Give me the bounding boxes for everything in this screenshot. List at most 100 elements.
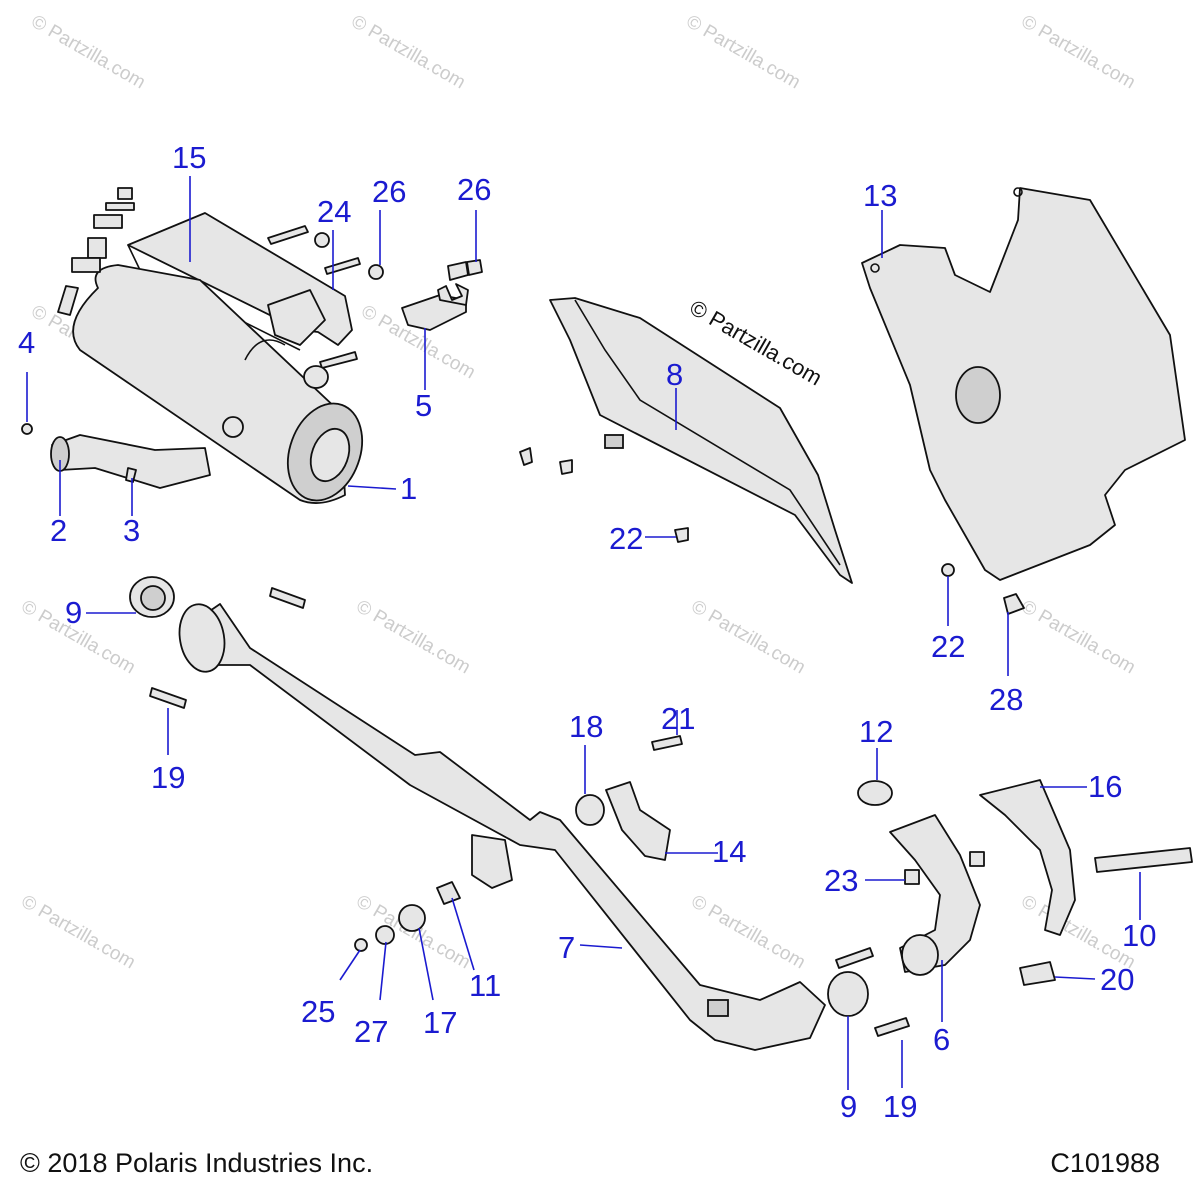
callout-25: 25: [301, 994, 335, 1029]
callout-6: 6: [933, 1022, 950, 1057]
callout-9b: 9: [840, 1089, 857, 1124]
leader-lines: [26, 176, 1141, 1090]
watermark: © Partzilla.com: [1018, 891, 1139, 973]
leader-line: [451, 897, 475, 971]
leader-line: [379, 941, 387, 1001]
grommet-part: [303, 365, 329, 389]
watermark: © Partzilla.com: [1018, 11, 1139, 93]
bolt-part: [57, 285, 79, 316]
callout-21: 21: [661, 701, 695, 736]
leader-line: [347, 485, 397, 490]
callout-12: 12: [859, 714, 893, 749]
clip-part: [1003, 593, 1025, 615]
callout-labels: 1 2 3 4 5 6 7 8 9 9 10 11 12 13 14 15 16…: [18, 140, 1156, 1124]
watermark: © Partzilla.com: [683, 11, 804, 93]
support-bracket: [519, 297, 853, 584]
support-bracket-plate: [549, 297, 853, 584]
hose-clamp: [1019, 961, 1056, 986]
bolt-part: [324, 257, 361, 275]
exhaust-seal-ring: [827, 971, 869, 1017]
callout-16: 16: [1088, 769, 1122, 804]
callout-26b: 26: [457, 172, 491, 207]
callout-28: 28: [989, 682, 1023, 717]
drawing-number: C101988: [1050, 1148, 1160, 1178]
callout-10: 10: [1122, 918, 1156, 953]
watermark: © Partzilla.com: [688, 596, 809, 678]
callout-11: 11: [469, 968, 501, 1003]
callout-19b: 19: [883, 1089, 917, 1124]
callout-22b: 22: [931, 629, 965, 664]
muffler-grommet-hole: [222, 416, 244, 438]
callout-14: 14: [712, 834, 746, 869]
spring-part: [874, 1017, 910, 1037]
muffler-bracket: [267, 289, 326, 346]
callout-24: 24: [317, 194, 351, 229]
head-pipe: [184, 603, 826, 1051]
callout-7: 7: [558, 930, 575, 965]
exhaust-gasket-ring: [857, 780, 893, 806]
exhaust-seal-ring-inner: [140, 585, 166, 611]
callout-27: 27: [354, 1014, 388, 1049]
stud-part: [904, 869, 920, 885]
callout-5: 5: [415, 388, 432, 423]
watermark: © Partzilla.com: [28, 11, 149, 93]
spring-part: [149, 687, 187, 709]
callout-4: 4: [18, 325, 35, 360]
bolt-part: [319, 351, 358, 369]
stud-part: [969, 851, 985, 867]
watermark: © Partzilla.com: [688, 891, 809, 973]
manifold-shield: [979, 779, 1076, 936]
hardware-top-left: [21, 187, 384, 483]
washer-part: [375, 925, 395, 945]
hanger-bracket: [401, 259, 483, 331]
nut-part: [314, 232, 330, 248]
head-pipe-inlet: [178, 603, 226, 673]
hanger-bracket-tabs: [437, 283, 469, 306]
callout-19a: 19: [151, 760, 185, 795]
watermark: © Partzilla.com: [18, 891, 139, 973]
grommet-part: [575, 794, 605, 826]
bolt-part: [125, 467, 137, 483]
washer-part: [398, 904, 426, 932]
callout-17: 17: [423, 1005, 457, 1040]
bolt-part: [21, 423, 33, 435]
spring-part: [269, 587, 306, 609]
clip-part: [466, 259, 483, 276]
callout-22a: 22: [609, 521, 643, 556]
heat-shield-hole: [1013, 187, 1023, 197]
leader-line: [579, 944, 623, 949]
washer-part: [105, 202, 135, 211]
head-pipe-assembly: [129, 576, 910, 1051]
leader-line: [418, 927, 434, 1001]
spring-part: [835, 947, 874, 969]
grommet-part: [117, 187, 133, 200]
muffler-outlet-inner: [309, 427, 351, 483]
callout-20: 20: [1100, 962, 1134, 997]
muffler-inlet-pipe: [51, 434, 211, 489]
nut-part: [368, 264, 384, 280]
callout-3: 3: [123, 513, 140, 548]
leader-line: [1054, 976, 1096, 980]
callout-2: 2: [50, 513, 67, 548]
heat-shield-hole: [870, 263, 880, 273]
bolt-part: [651, 735, 683, 751]
manifold-outlet: [901, 934, 939, 976]
callout-18: 18: [569, 709, 603, 744]
o2-sensor: [1094, 847, 1193, 873]
engine-heat-shield-plate: [861, 187, 1186, 581]
watermark: © Partzilla.com: [348, 11, 469, 93]
washer-part: [93, 214, 123, 229]
watermark: © Partzilla.com: [1018, 596, 1139, 678]
callout-13: 13: [863, 178, 897, 213]
callout-26a: 26: [372, 174, 406, 209]
nut-part: [941, 563, 955, 577]
grommet-part: [71, 257, 101, 273]
exhaust-manifold-parts: [857, 779, 1193, 986]
callout-23: 23: [824, 863, 858, 898]
bolt-part: [559, 459, 573, 475]
leader-line: [339, 949, 361, 981]
bolt-part: [267, 225, 309, 245]
grommet-part: [87, 237, 107, 259]
bolt-part: [674, 527, 689, 543]
